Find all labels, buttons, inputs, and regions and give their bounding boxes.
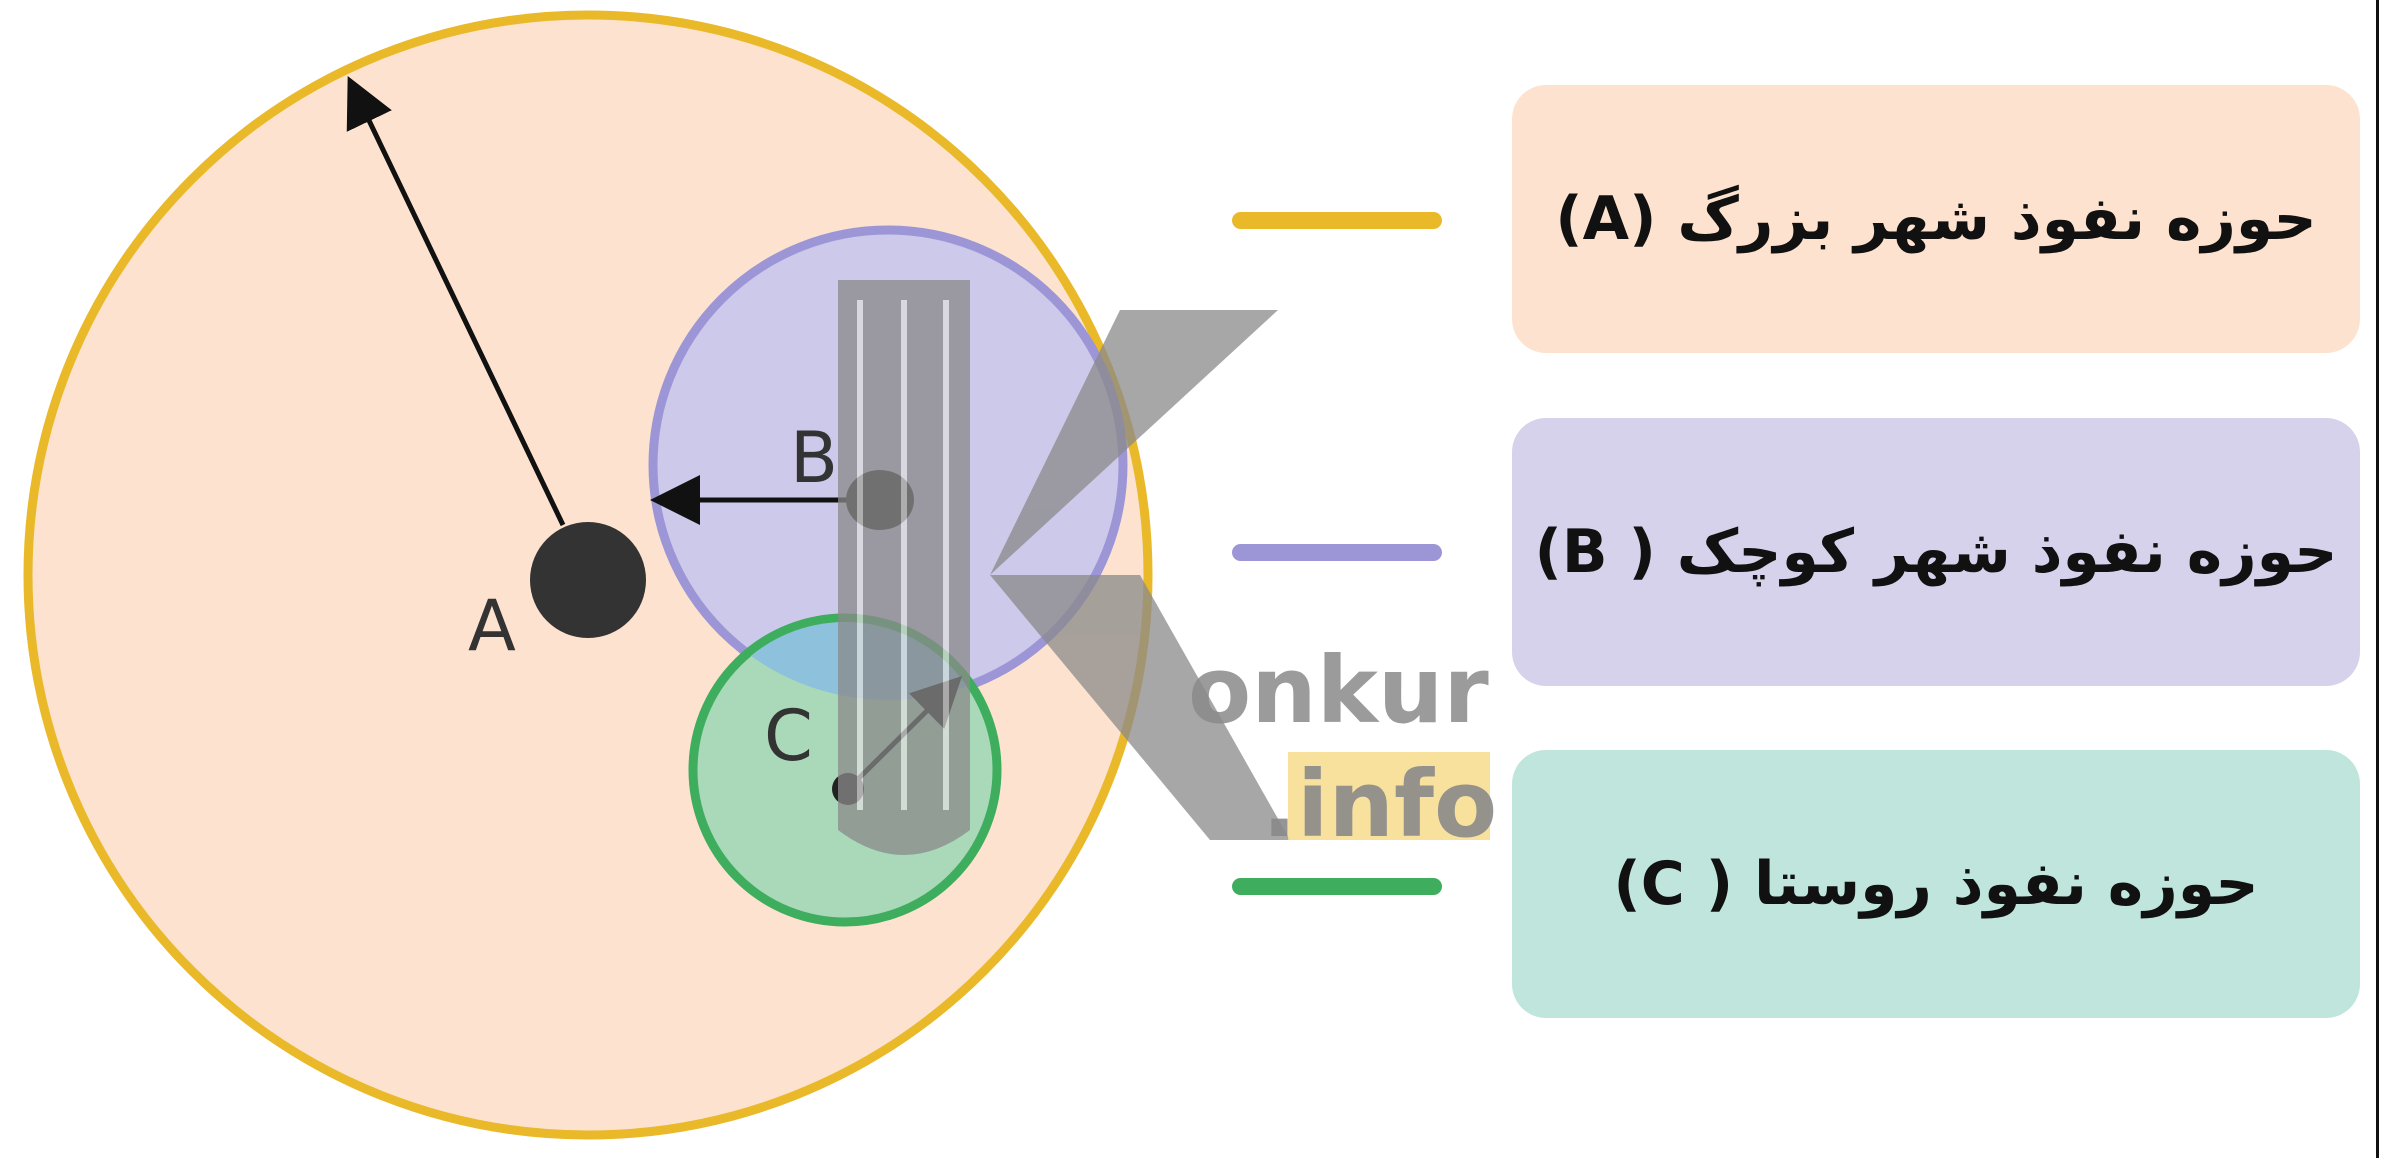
legend-line-b xyxy=(1232,544,1442,561)
legend-box-a: حوزه نفوذ شهر بزرگ (A) xyxy=(1512,85,2360,353)
point-b-label: B xyxy=(790,417,838,499)
legend-label-a: حوزه نفوذ شهر بزرگ (A) xyxy=(1555,184,2317,254)
radius-arrow-a xyxy=(346,75,566,527)
legend-line-c xyxy=(1232,878,1442,895)
point-a xyxy=(530,522,646,638)
legend-line-a xyxy=(1232,212,1442,229)
legend-box-b: حوزه نفوذ شهر کوچک ( B) xyxy=(1512,418,2360,686)
legend-box-c: حوزه نفوذ روستا ( C) xyxy=(1512,750,2360,1018)
point-a-label: A xyxy=(468,585,516,667)
watermark-word: onkur xyxy=(1188,637,1489,744)
right-border xyxy=(2376,0,2379,1158)
watermark-info-highlight xyxy=(1288,752,1490,840)
watermark-suffix: .info xyxy=(1262,751,1497,858)
legend-label-c: حوزه نفوذ روستا ( C) xyxy=(1613,849,2259,919)
konkur-k-logo xyxy=(838,280,1290,855)
legend-label-b: حوزه نفوذ شهر کوچک ( B) xyxy=(1534,517,2338,587)
point-c-label: C xyxy=(764,695,813,777)
